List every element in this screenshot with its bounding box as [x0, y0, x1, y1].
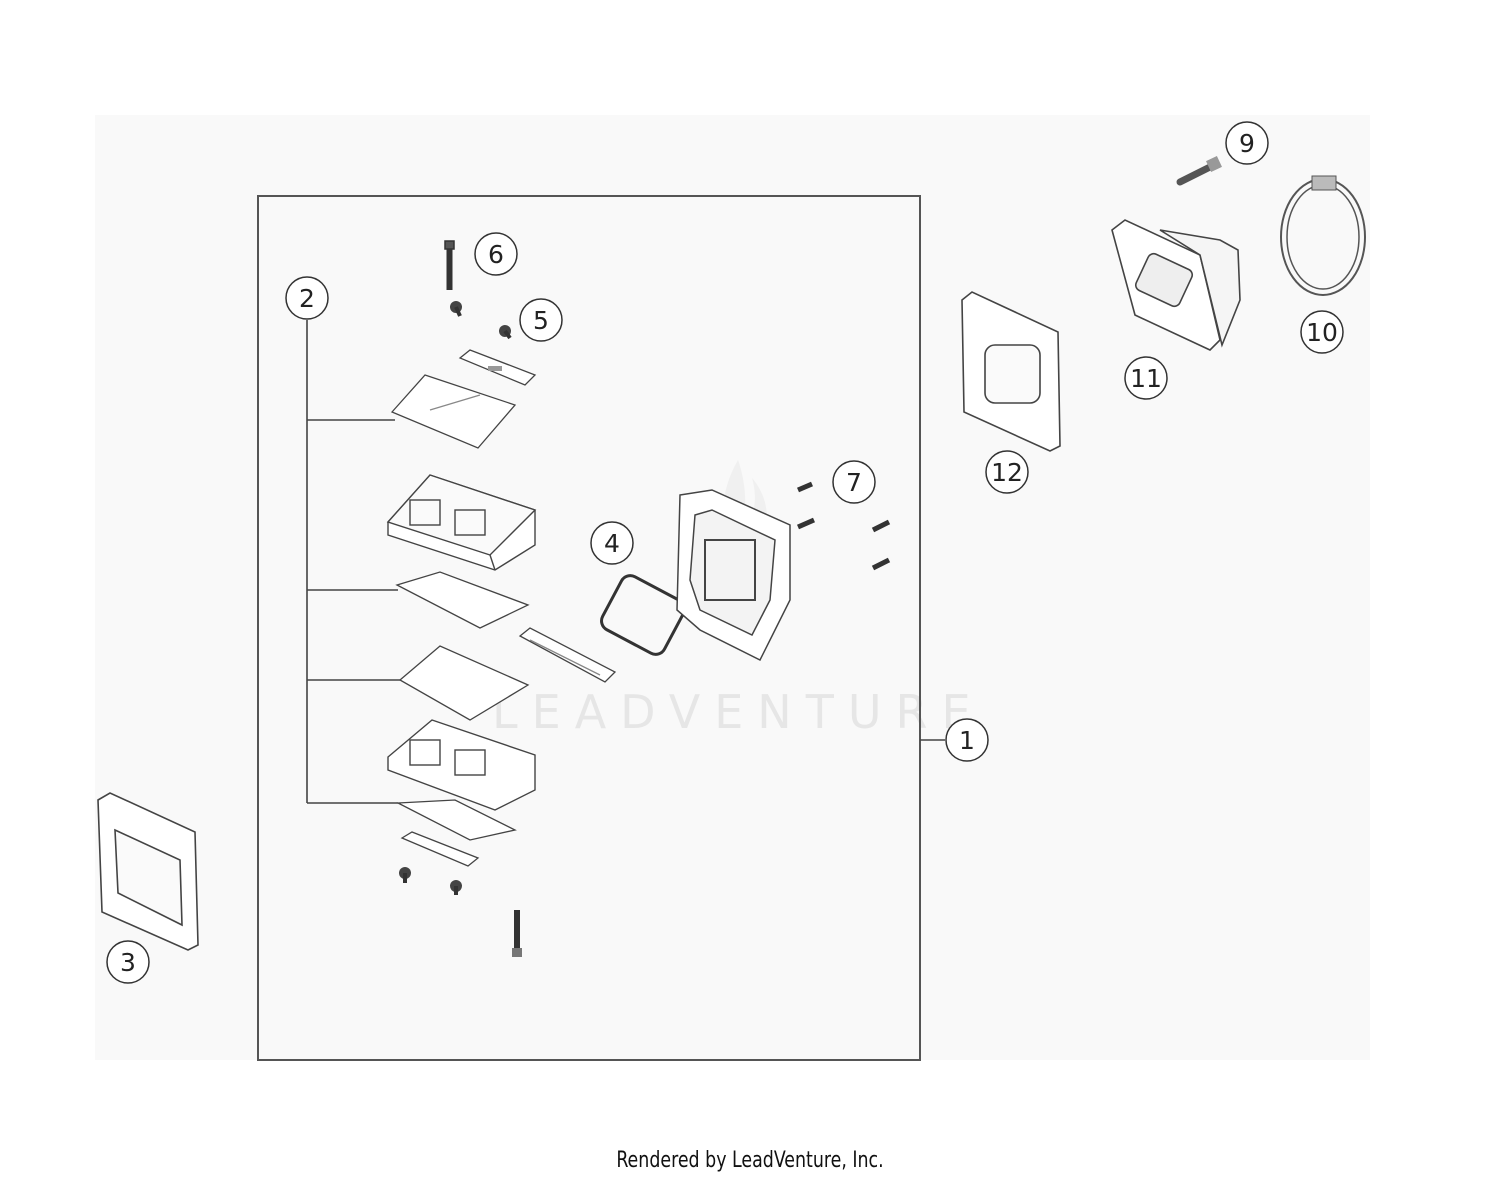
screw-housing-2	[796, 517, 816, 530]
callout-3: 3	[106, 940, 150, 984]
screw-bottom-1	[399, 867, 411, 883]
callout-11: 11	[1124, 356, 1168, 400]
callout-12-label: 12	[991, 458, 1023, 487]
hose-clamp	[1280, 175, 1366, 296]
callout-9: 9	[1225, 121, 1269, 165]
reed-petal-middle-1	[395, 571, 530, 629]
gasket-left	[97, 792, 199, 951]
o-ring-gasket	[600, 574, 686, 656]
reed-valve-kit-frame	[257, 195, 921, 1061]
reed-petal-middle-2	[398, 645, 530, 721]
reed-petal-top	[390, 374, 517, 449]
callout-2-label: 2	[299, 284, 315, 313]
screw-small-2	[499, 325, 512, 340]
leader-lines-item-2	[306, 320, 945, 804]
callout-7: 7	[832, 460, 876, 504]
flange-bolt	[1176, 156, 1222, 186]
callout-6: 6	[474, 232, 518, 276]
gasket-intake	[961, 291, 1061, 452]
screw-small-1	[450, 301, 462, 317]
callout-6-label: 6	[488, 240, 504, 269]
screw-bottom-2	[450, 880, 462, 895]
callout-4-label: 4	[604, 529, 620, 558]
reed-stop-plate-top	[458, 349, 537, 386]
callout-1: 1	[945, 718, 989, 762]
footer-credit: Rendered by LeadVenture, Inc.	[616, 1148, 884, 1173]
callout-1-label: 1	[959, 726, 975, 755]
callout-3-label: 3	[120, 948, 136, 977]
callout-11-label: 11	[1130, 364, 1162, 393]
callout-2: 2	[285, 276, 329, 320]
bolt-long-top	[444, 240, 455, 290]
callout-9-label: 9	[1239, 129, 1255, 158]
watermark-text: LEADVENTURE	[492, 685, 985, 739]
callout-7-label: 7	[846, 468, 862, 497]
reed-stop-plate-bottom	[400, 831, 480, 867]
reed-housing	[676, 489, 791, 662]
screw-housing-1	[797, 481, 813, 493]
bolt-long-bottom	[512, 910, 522, 957]
reed-petal-bottom	[395, 799, 517, 841]
callout-4: 4	[590, 521, 634, 565]
screw-housing-3	[871, 519, 891, 533]
reed-cage-top	[386, 474, 537, 571]
reed-spacer-bar	[518, 627, 617, 683]
callout-10: 10	[1300, 310, 1344, 354]
callout-10-label: 10	[1306, 318, 1338, 347]
intake-flange	[1111, 219, 1241, 351]
callout-5-label: 5	[533, 306, 549, 335]
callout-12: 12	[985, 450, 1029, 494]
reed-cage-bottom	[387, 719, 536, 811]
callout-5: 5	[519, 298, 563, 342]
screw-housing-4	[871, 557, 891, 571]
